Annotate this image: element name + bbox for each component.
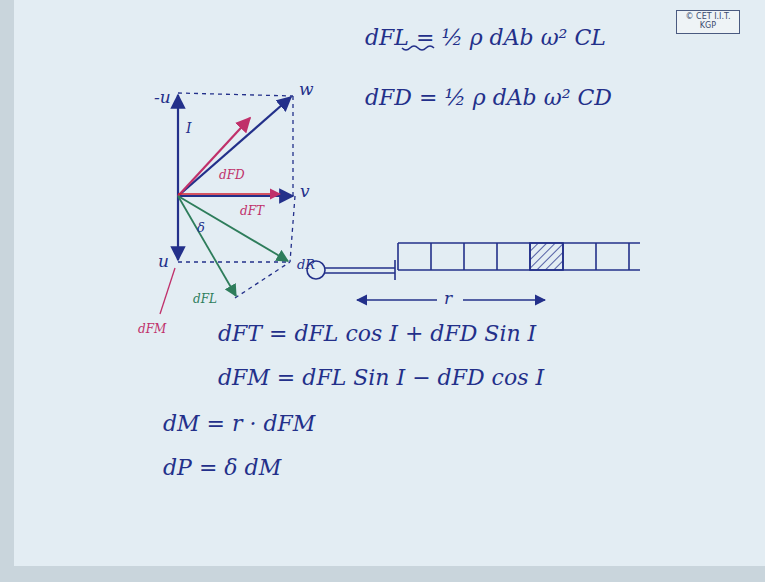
label-holder: dFM = dFL Sin I − dFD cos I [218,366,544,390]
equation: dM = r · dFM [163,411,315,436]
dimension-label: r [444,288,452,308]
label-holder: w [299,80,314,99]
angle-label: I [186,120,192,136]
vector-label: u [158,251,169,271]
force-label: dFM [138,322,166,336]
logo-text: © CET I.I.T. KGP [680,13,736,31]
label-holder: I [186,118,192,137]
vector-label: -u [154,87,171,107]
paper-ground [14,0,765,566]
label-holder: v [300,182,310,201]
label-holder: δ [197,217,205,236]
equation: dFL = ½ ρ dAb ω² CL [365,25,606,50]
equation: dFD = ½ ρ dAb ω² CD [365,85,612,110]
label-holder: dFT [240,200,264,219]
label-holder: r [444,289,452,308]
label-holder: dFL [193,288,217,307]
label-holder: dFL = ½ ρ dAb ω² CL [365,26,606,50]
force-label: dFD [219,168,245,182]
equation: dP = δ dM [163,455,281,480]
angle-label: δ [197,220,205,235]
equation: dFT = dFL cos I + dFD Sin I [218,321,536,346]
equation: dFM = dFL Sin I − dFD cos I [218,365,544,390]
label-holder: dFM [138,318,166,337]
force-label: dFT [240,204,264,218]
vector-label: v [300,181,310,201]
vector-label: w [299,79,314,99]
label-holder: dFT = dFL cos I + dFD Sin I [218,322,536,346]
label-holder: dM = r · dFM [163,412,315,436]
label-holder: dP = δ dM [163,456,281,480]
force-label: dR [297,257,315,272]
label-holder: dFD = ½ ρ dAb ω² CD [365,86,612,110]
label-holder: dFD [219,164,245,183]
label-holder: dR [297,254,315,273]
label-holder: -u [154,88,171,107]
logo-box: © CET I.I.T. KGP [676,10,740,34]
label-holder: u [158,252,169,271]
force-label: dFL [193,292,217,306]
